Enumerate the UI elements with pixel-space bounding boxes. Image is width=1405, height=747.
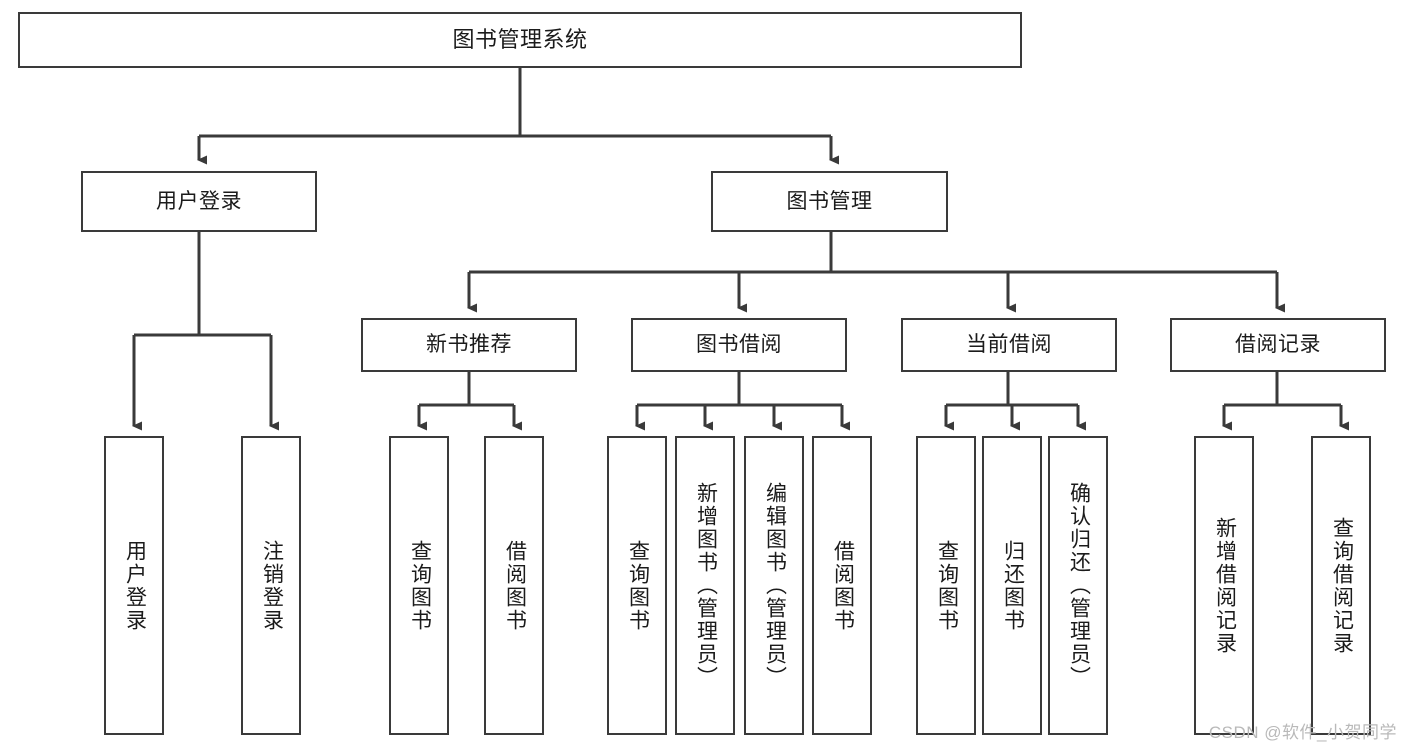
node-book-manage-label: 图书管理 [786, 189, 873, 213]
leaf-borrow-record-query-label: 查询借阅记录 [1330, 516, 1354, 655]
node-user-login-label: 用户登录 [156, 189, 242, 213]
leaf-new-book-borrow-label: 借阅图书 [503, 539, 527, 632]
node-borrow-record[interactable]: 借阅记录 [1170, 318, 1386, 372]
node-user-login[interactable]: 用户登录 [81, 171, 317, 232]
node-new-book-recommend[interactable]: 新书推荐 [361, 318, 577, 372]
node-new-book-recommend-label: 新书推荐 [426, 333, 512, 357]
leaf-current-borrow-query-label: 查询图书 [935, 539, 959, 632]
node-root-label: 图书管理系统 [452, 26, 588, 52]
leaf-current-borrow-confirm-label: 确认归还（管理员） [1067, 482, 1091, 689]
leaf-book-borrow-add-label: 新增图书（管理员） [694, 482, 718, 689]
leaf-book-borrow-lend[interactable]: 借阅图书 [812, 436, 872, 735]
leaf-new-book-query-label: 查询图书 [408, 539, 432, 632]
leaf-user-login-logout[interactable]: 注销登录 [241, 436, 301, 735]
leaf-new-book-borrow[interactable]: 借阅图书 [484, 436, 544, 735]
leaf-book-borrow-edit-label: 编辑图书（管理员） [763, 482, 787, 689]
leaf-book-borrow-lend-label: 借阅图书 [831, 539, 855, 632]
leaf-current-borrow-return-label: 归还图书 [1001, 539, 1025, 632]
csdn-watermark: CSDN @软件_小贺同学 [1208, 723, 1397, 742]
leaf-borrow-record-query[interactable]: 查询借阅记录 [1311, 436, 1371, 735]
leaf-new-book-query[interactable]: 查询图书 [389, 436, 449, 735]
leaf-borrow-record-add[interactable]: 新增借阅记录 [1194, 436, 1254, 735]
leaf-user-login-login-label: 用户登录 [123, 539, 147, 632]
node-current-borrow[interactable]: 当前借阅 [901, 318, 1117, 372]
leaf-book-borrow-query-label: 查询图书 [626, 539, 650, 632]
leaf-book-borrow-query[interactable]: 查询图书 [607, 436, 667, 735]
leaf-current-borrow-confirm[interactable]: 确认归还（管理员） [1048, 436, 1108, 735]
leaf-book-borrow-edit[interactable]: 编辑图书（管理员） [744, 436, 804, 735]
node-borrow-record-label: 借阅记录 [1235, 333, 1321, 357]
leaf-user-login-logout-label: 注销登录 [260, 539, 284, 632]
leaf-book-borrow-add[interactable]: 新增图书（管理员） [675, 436, 735, 735]
node-book-manage[interactable]: 图书管理 [711, 171, 948, 232]
node-current-borrow-label: 当前借阅 [966, 333, 1052, 357]
node-book-borrow[interactable]: 图书借阅 [631, 318, 847, 372]
leaf-borrow-record-add-label: 新增借阅记录 [1213, 516, 1237, 655]
leaf-current-borrow-return[interactable]: 归还图书 [982, 436, 1042, 735]
node-book-borrow-label: 图书借阅 [696, 333, 782, 357]
leaf-current-borrow-query[interactable]: 查询图书 [916, 436, 976, 735]
node-root-system[interactable]: 图书管理系统 [18, 12, 1022, 68]
leaf-user-login-login[interactable]: 用户登录 [104, 436, 164, 735]
